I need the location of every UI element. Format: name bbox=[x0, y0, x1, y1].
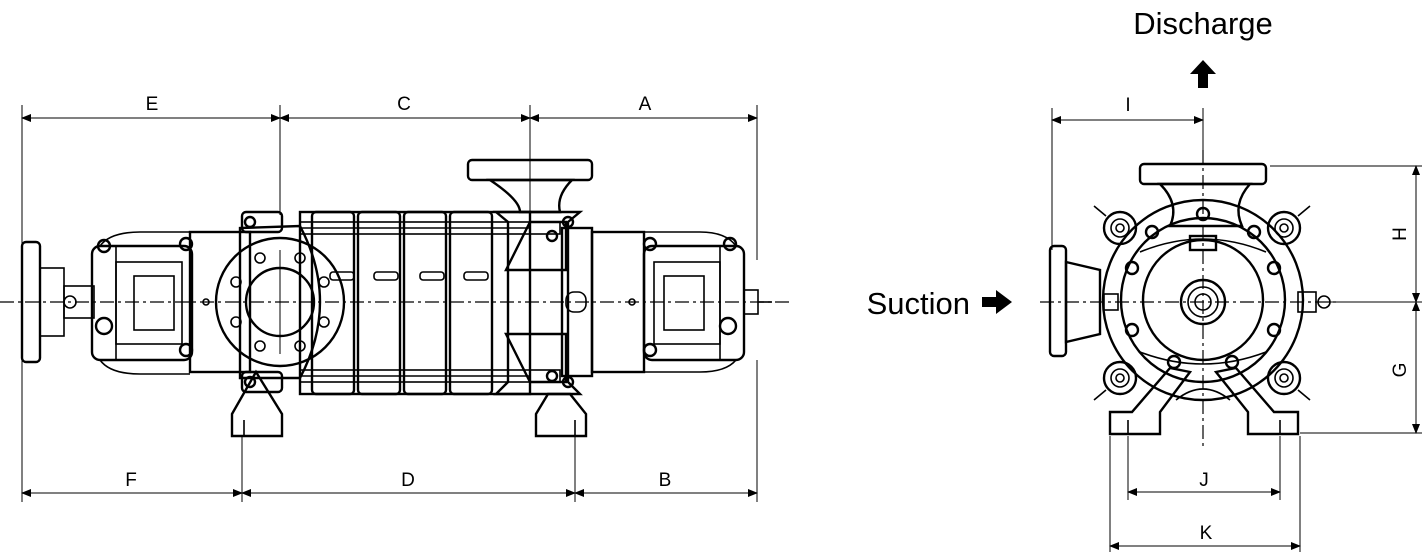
stage-casings bbox=[298, 210, 561, 396]
dimension-label-k: K bbox=[1200, 523, 1213, 544]
suction-label: Suction bbox=[867, 286, 970, 321]
dimension-label-i: I bbox=[1125, 95, 1130, 116]
dimension-label-e: E bbox=[146, 94, 159, 115]
tie-rod-nuts bbox=[1093, 205, 1311, 401]
bottom-dimension-lines bbox=[21, 360, 758, 502]
dimension-label-b: B bbox=[659, 470, 672, 491]
dimension-label-f: F bbox=[125, 470, 137, 491]
dimension-label-d: D bbox=[401, 470, 415, 491]
suction-casing bbox=[188, 210, 346, 438]
dimension-label-h: H bbox=[1390, 227, 1411, 241]
dimension-label-a: A bbox=[639, 94, 652, 115]
dimension-label-g: G bbox=[1390, 363, 1411, 378]
discharge-arrow-icon bbox=[1190, 60, 1216, 88]
dimension-label-j: J bbox=[1199, 470, 1209, 491]
suction-arrow-icon bbox=[982, 290, 1012, 314]
left-bearing-housing bbox=[90, 231, 194, 375]
discharge-label: Discharge bbox=[1133, 6, 1273, 41]
side-view bbox=[0, 105, 790, 502]
right-bearing-housing bbox=[202, 230, 772, 374]
dimension-label-c: C bbox=[397, 94, 411, 115]
end-view bbox=[982, 60, 1422, 552]
top-dimension-lines bbox=[21, 105, 758, 260]
shaft-coupling bbox=[20, 240, 95, 364]
